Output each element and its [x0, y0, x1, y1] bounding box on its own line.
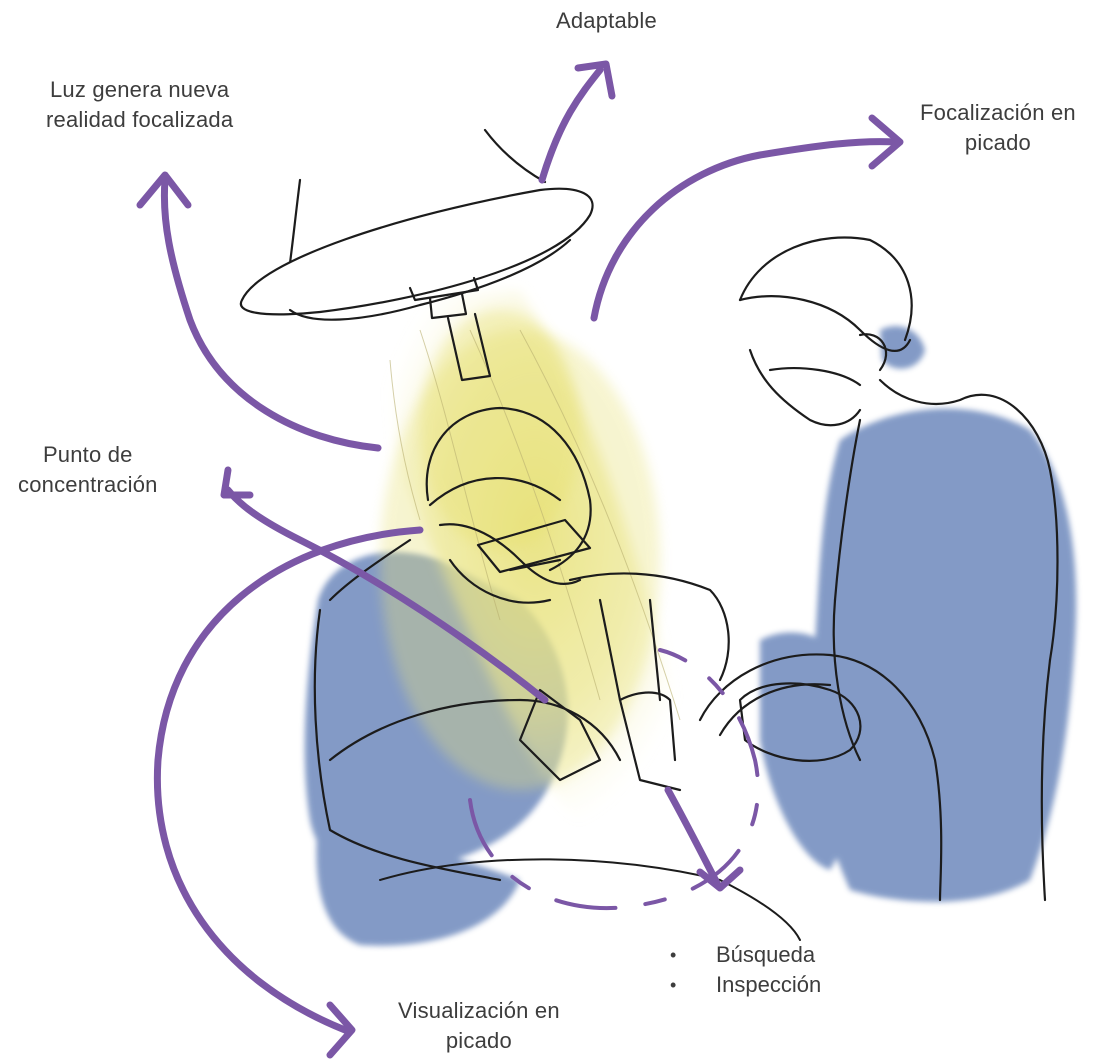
arrow-punto — [224, 486, 549, 704]
arrow-adaptable — [538, 66, 604, 184]
surgeon-right — [698, 236, 1059, 902]
arrowhead-adaptable — [574, 60, 616, 100]
arrow-luz — [160, 176, 382, 452]
surgeon-left — [313, 406, 730, 882]
surgical-lamp — [239, 128, 594, 382]
arrowhead-busqueda — [696, 866, 744, 892]
label-visualizacion: Visualización en picado — [398, 996, 560, 1056]
arrow-visualizacion — [153, 526, 424, 1034]
arrows — [136, 60, 904, 1059]
label-focalizacion-line1: Focalización en — [920, 100, 1076, 125]
bullet-list: Búsqueda Inspección — [664, 940, 821, 1000]
label-adaptable: Adaptable — [556, 6, 657, 36]
label-adaptable-text: Adaptable — [556, 8, 657, 33]
label-luz-line2: realidad focalizada — [46, 107, 234, 132]
arrow-busqueda — [664, 786, 722, 889]
arrowhead-punto — [220, 466, 254, 499]
label-focalizacion: Focalización en picado — [920, 98, 1076, 158]
arrow-focalizacion — [590, 138, 899, 322]
label-focalizacion-line2: picado — [964, 130, 1031, 155]
label-punto-line2: concentración — [18, 472, 158, 497]
arrowhead-visualizacion — [326, 1001, 356, 1059]
label-luz: Luz genera nueva realidad focalizada — [46, 75, 233, 135]
label-punto: Punto de concentración — [18, 440, 158, 500]
arrowhead-focalizacion — [868, 114, 904, 170]
label-visualizacion-line1: Visualización en — [398, 998, 560, 1023]
bullet-item-busqueda: Búsqueda — [664, 940, 821, 970]
patient-outline — [379, 858, 801, 941]
arrowhead-luz — [136, 171, 192, 209]
label-visualizacion-line2: picado — [445, 1028, 512, 1053]
label-punto-line1: Punto de — [42, 442, 133, 467]
focus-ellipse — [468, 648, 761, 911]
bullet-item-inspeccion: Inspección — [664, 970, 821, 1000]
label-luz-line1: Luz genera nueva — [49, 77, 230, 102]
